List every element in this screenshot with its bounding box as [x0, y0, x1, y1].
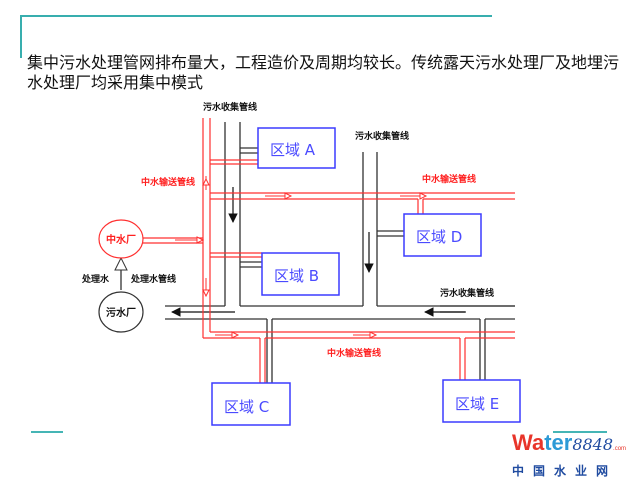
region-a: 区域 A	[257, 127, 336, 169]
label-treated-water-pipeline: 处理水管线	[130, 273, 176, 285]
reclaimed-pipes	[143, 118, 515, 383]
accent-line-bottom-left	[31, 431, 63, 433]
sewage-pipes	[120, 122, 515, 383]
region-d-label: 区域 D	[416, 228, 462, 246]
region-e: 区域 E	[442, 379, 521, 423]
sewage-plant: 污水厂	[98, 291, 144, 333]
region-a-label: 区域 A	[270, 141, 316, 159]
accent-line-left	[20, 15, 22, 58]
sewage-plant-label: 污水厂	[106, 306, 136, 319]
label-reclaimed-delivery-bottom: 中水输送管线	[327, 347, 381, 359]
label-treated-water: 处理水	[81, 273, 110, 285]
treated-water-arrow-icon	[114, 256, 128, 271]
label-reclaimed-delivery-left: 中水输送管线	[141, 176, 195, 188]
logo-brand-t: ter	[544, 430, 573, 455]
reclaimed-water-plant: 中水厂	[98, 219, 144, 259]
reclaimed-plant-label: 中水厂	[106, 233, 136, 246]
logo-wordmark: Water8848.com	[512, 432, 632, 460]
logo-brand-num: 8848	[572, 435, 614, 454]
region-c-label: 区域 C	[224, 398, 269, 416]
label-sewage-collection-top-left: 污水收集管线	[203, 101, 257, 113]
region-e-label: 区域 E	[455, 395, 499, 413]
slide-title: 集中污水处理管网排布量大，工程造价及周期均较长。传统露天污水处理厂及地埋污水处理…	[27, 53, 620, 92]
label-reclaimed-delivery-right: 中水输送管线	[422, 173, 476, 185]
region-d: 区域 D	[403, 213, 482, 257]
region-c: 区域 C	[211, 382, 291, 426]
accent-line-top	[20, 15, 492, 17]
label-sewage-collection-right: 污水收集管线	[440, 287, 494, 299]
logo-brand-w: Wa	[512, 430, 545, 455]
logo-chinese: 中国水业网	[512, 464, 618, 478]
water8848-logo: Water8848.com 中国水业网	[512, 432, 632, 479]
accent-line-bottom-right	[553, 431, 607, 433]
label-sewage-collection-top-mid: 污水收集管线	[355, 130, 409, 142]
region-b-label: 区域 B	[274, 267, 319, 285]
logo-brand-com: .com	[613, 446, 627, 452]
reclaimed-flow-arrows	[175, 176, 428, 339]
region-b: 区域 B	[261, 252, 340, 296]
